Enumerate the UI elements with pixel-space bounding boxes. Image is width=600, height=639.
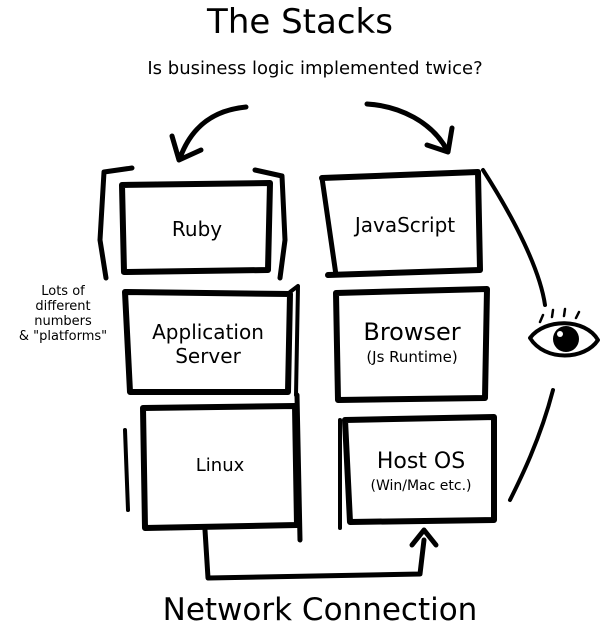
network-connection-label: Network Connection — [162, 592, 478, 628]
curved-arrow-left-icon — [169, 104, 249, 163]
server-label: Server — [175, 344, 241, 368]
network-arrow-icon — [202, 527, 439, 581]
ruby-label: Ruby — [171, 217, 223, 241]
javascript-label: JavaScript — [354, 213, 456, 237]
host-os-label: Host OS — [376, 449, 466, 474]
ruby-box — [119, 180, 273, 275]
browser-sub-label: (Js Runtime) — [366, 348, 458, 366]
side-note-line: & "platforms" — [18, 329, 108, 344]
browser-box — [333, 286, 490, 403]
side-note-line: Lots of — [41, 284, 85, 299]
browser-label: Browser — [363, 318, 461, 346]
host-os-box — [338, 414, 497, 530]
curved-arrow-right-icon — [364, 101, 455, 155]
application-server-label: Application Server — [128, 320, 288, 368]
linux-label: Linux — [195, 455, 245, 476]
side-note: Lots of different numbers & "platforms" — [8, 284, 118, 344]
diagram-title: The Stacks — [207, 2, 393, 42]
ruby-bracket — [97, 165, 288, 281]
application-label: Application — [152, 320, 264, 344]
side-note-line: numbers — [34, 314, 92, 329]
linux-box — [123, 392, 303, 543]
eye-icon — [528, 307, 600, 358]
diagram-subtitle: Is business logic implemented twice? — [147, 58, 483, 79]
side-note-line: different — [35, 299, 91, 314]
javascript-box — [319, 169, 483, 278]
host-os-sub-label: (Win/Mac etc.) — [370, 478, 472, 494]
application-server-box — [122, 284, 300, 397]
client-bracket — [481, 168, 555, 502]
